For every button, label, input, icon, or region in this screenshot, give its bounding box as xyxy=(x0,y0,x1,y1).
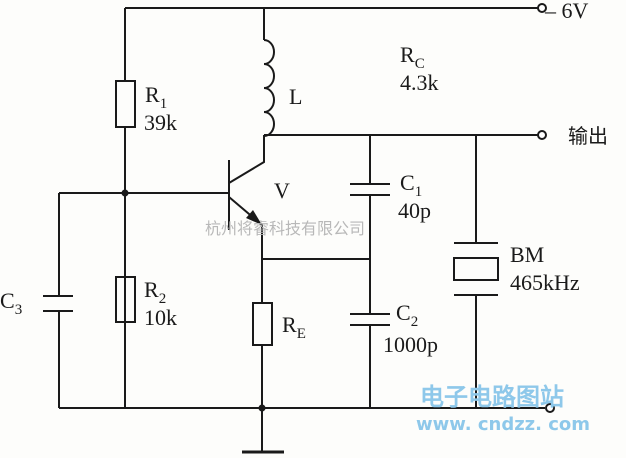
ground-terminal xyxy=(545,403,555,413)
output-terminal xyxy=(537,130,547,140)
resistor-re xyxy=(252,302,273,346)
r1-value: 39k xyxy=(144,110,177,135)
c2-label: C2 xyxy=(396,300,418,330)
crystal-bm xyxy=(453,257,499,281)
rc-label: RC xyxy=(400,42,425,72)
collector-wire xyxy=(228,8,265,184)
junction-dot xyxy=(121,189,129,197)
l-label: L xyxy=(289,84,302,109)
r1-label: R1 xyxy=(145,82,167,112)
c1-label: C1 xyxy=(400,170,422,200)
capacitor-c3 xyxy=(43,295,73,312)
rc-value: 4.3k xyxy=(400,70,439,95)
emitter-arrow-icon xyxy=(246,210,262,225)
site-watermark-url: www. cndzz. com xyxy=(416,414,590,435)
bm-value: 465kHz xyxy=(510,270,580,295)
bm-label: BM xyxy=(510,242,544,267)
capacitor-c2 xyxy=(350,313,390,326)
v-label: V xyxy=(274,178,290,203)
c2-value: 1000p xyxy=(383,332,438,357)
company-watermark: 杭州将睿科技有限公司 xyxy=(205,219,365,238)
r2-value: 10k xyxy=(144,305,177,330)
supply-terminal xyxy=(537,3,547,13)
c3-label: C3 xyxy=(0,288,22,318)
supply-label: – 6V xyxy=(544,0,589,23)
resistor-r2 xyxy=(115,276,136,323)
re-label: RE xyxy=(282,312,306,342)
r2-label: R2 xyxy=(144,277,166,307)
resistor-r1 xyxy=(115,80,136,128)
inductor-l xyxy=(263,39,275,137)
wires xyxy=(58,7,545,454)
c1-value: 40p xyxy=(398,198,431,223)
capacitor-c1 xyxy=(350,183,390,196)
site-watermark-cn: 电子电路图站 xyxy=(420,383,564,411)
output-label: 输出 xyxy=(568,124,608,148)
junction-dot xyxy=(258,404,266,412)
crystal-plates xyxy=(454,242,498,296)
